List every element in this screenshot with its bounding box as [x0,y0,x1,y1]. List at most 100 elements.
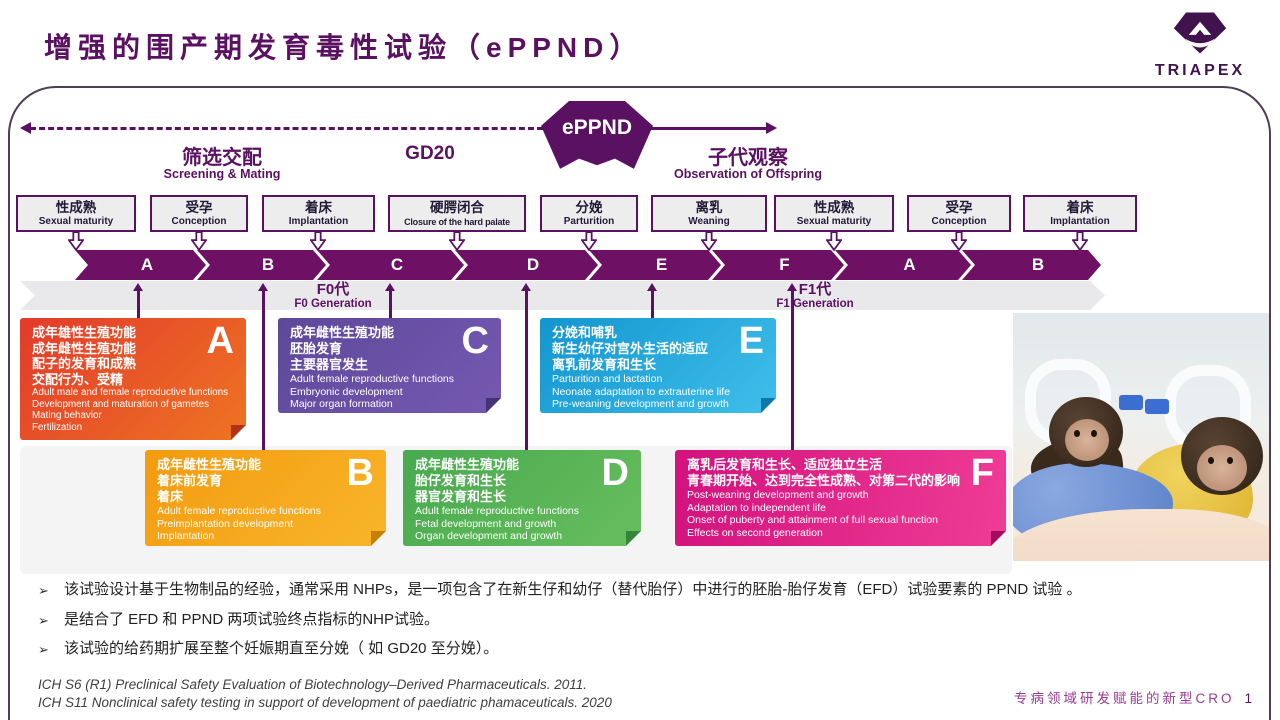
card-f-post-weaning: F 离乳后发育和生长、适应独立生活 青春期开始、达到完全性成熟、对第二代的影响 … [675,450,1006,546]
bullet-arrow-icon: ➢ [38,642,49,657]
solid-arrow-right-icon [766,122,777,134]
reference-item: ICH S6 (R1) Preclinical Safety Evaluatio… [38,677,588,692]
stage-label-en: Sexual maturity [796,216,872,227]
card-line-en: Embryonic development [290,385,403,398]
f1-generation-label: F1代 F1 Generation [776,282,853,311]
stage-label-zh: 分娩 [575,200,603,215]
connector-f [791,290,794,450]
offspring-observation-label-zh: 子代观察 [708,147,788,169]
stage-label-en: Parturition [563,216,615,227]
connector-d [525,290,528,450]
card-line-zh: 成年雄性生殖功能 [32,325,137,340]
triapex-gem-icon [1173,12,1227,54]
monkey-face [1197,445,1247,491]
bullet-text: 是结合了 EFD 和 PPND 两项试验终点指标的NHP试验。 [64,610,440,628]
reference-list: ICH S6 (R1) Preclinical Safety Evaluatio… [38,676,612,712]
logo-text: TRIAPEX [1154,62,1246,79]
stage-label-en: Conception [931,216,987,227]
stage-box-implantation-f0: 着床 Implantation [262,195,375,232]
reference-item: ICH S11 Nonclinical safety testing in su… [38,695,612,710]
chevron-period-b2: B [962,250,1101,280]
card-letter: D [601,452,629,494]
down-arrow-icon [449,231,465,251]
card-b-preimplantation: B 成年雌性生殖功能 着床前发育 着床 Adult female reprodu… [145,450,386,546]
page-number: 1 [1244,691,1252,706]
card-line-zh: 器官发育和生长 [415,489,507,504]
bullet-item: ➢ 是结合了 EFD 和 PPND 两项试验终点指标的NHP试验。 [38,610,1253,631]
f0-generation-label: F0代 F0 Generation [294,282,371,311]
bullet-list: ➢ 该试验设计基于生物制品的经验，通常采用 NHPs，是一项包含了在新生仔和幼仔… [38,580,1253,669]
card-a-reproductive-functions: A 成年雄性生殖功能 成年雌性生殖功能 配子的发育和成熟 交配行为、受精 Adu… [20,318,246,440]
card-letter: C [461,320,489,362]
chevron-period-c: C [317,250,464,280]
card-line-zh: 分娩和哺乳 [552,325,618,340]
card-line-en: Fetal development and growth [415,517,557,530]
stage-label-en: Sexual maturity [38,216,114,227]
down-arrow-icon [826,231,842,251]
blue-latch-icon [1119,395,1143,410]
up-arrow-icon [385,283,395,291]
stage-label-en: Weaning [688,216,730,227]
bullet-item: ➢ 该试验的给药期扩展至整个妊娠期直至分娩（ 如 GD20 至分娩）。 [38,639,1253,660]
f0-generation-zh: F0代 [316,281,350,298]
up-arrow-icon [133,283,143,291]
up-arrow-icon [521,283,531,291]
down-arrow-icon [68,231,84,251]
stage-box-hard-palate: 硬腭闭合 Closure of the hard palate [388,195,526,232]
down-arrow-icon [1072,231,1088,251]
stage-label-zh: 受孕 [945,200,973,215]
stage-label-en: Implantation [1050,216,1110,227]
content-frame [8,86,1271,720]
stage-label-zh: 硬腭闭合 [430,200,484,215]
bullet-arrow-icon: ➢ [38,612,49,628]
card-line-en: Neonate adaptation to extrauterine life [552,385,731,398]
stage-label-zh: 着床 [1066,200,1094,215]
stage-label-en: Conception [171,216,227,227]
card-line-en: Adult female reproductive functions [415,505,580,517]
card-line-en: Mating behavior [32,410,102,421]
card-line-en: Adult female reproductive functions [290,373,455,385]
down-arrow-icon [581,231,597,251]
card-line-zh: 胎仔发育和生长 [415,473,507,488]
card-e-parturition-lactation: E 分娩和哺乳 新生幼仔对宫外生活的适应 离乳前发育和生长 Parturitio… [540,318,776,413]
stage-label-zh: 着床 [305,200,332,215]
card-line-en: Implantation [157,530,215,542]
dashed-timeline-arrow [30,127,543,130]
stage-label-en: Closure of the hard palate [404,217,510,227]
card-line-en: Adult female reproductive functions [157,505,322,517]
down-arrow-icon [191,231,207,251]
up-arrow-icon [258,283,268,291]
card-line-en: Organ development and growth [415,530,563,542]
card-line-en: Pre-weaning development and growth [552,398,729,410]
screening-mating-label-zh: 筛选交配 [182,147,262,169]
up-arrow-icon [647,283,657,291]
blue-latch-icon [1145,399,1169,414]
card-line-en: Onset of puberty and attainment of full … [687,514,938,526]
monkey-eye [1074,430,1080,437]
page-title: 增强的围产期发育毒性试验（ePPND） [44,32,644,63]
gd20-label: GD20 [405,143,455,164]
stage-label-zh: 受孕 [185,200,213,215]
card-line-en: Preimplantation development [157,517,293,530]
solid-timeline-arrow [651,127,768,130]
connector-c [389,290,392,318]
bullet-item: ➢ 该试验设计基于生物制品的经验，通常采用 NHPs，是一项包含了在新生仔和幼仔… [38,580,1253,601]
connector-b [262,290,265,450]
bullet-text: 该试验设计基于生物制品的经验，通常采用 NHPs，是一项包含了在新生仔和幼仔（替… [64,581,1082,598]
screening-mating-label-en: Screening & Mating [163,167,281,181]
chevron-period-f: F [712,250,844,280]
chevron-period-a2: A [835,250,971,280]
chevron-period-a: A [75,250,206,280]
card-d-fetal-development: D 成年雌性生殖功能 胎仔发育和生长 器官发育和生长 Adult female … [403,450,641,546]
stage-box-parturition: 分娩 Parturition [540,195,638,232]
card-line-zh: 着床前发育 [157,473,223,488]
stage-box-sexual-maturity-f1: 性成熟 Sexual maturity [774,195,894,232]
bullet-arrow-icon: ➢ [38,583,49,598]
monkey-eye [1208,457,1214,464]
card-line-en: Effects on second generation [687,526,823,539]
stage-box-weaning: 离乳 Weaning [651,195,767,232]
up-arrow-icon [787,283,797,291]
connector-e [651,290,654,318]
stage-label-zh: 性成熟 [813,200,855,215]
